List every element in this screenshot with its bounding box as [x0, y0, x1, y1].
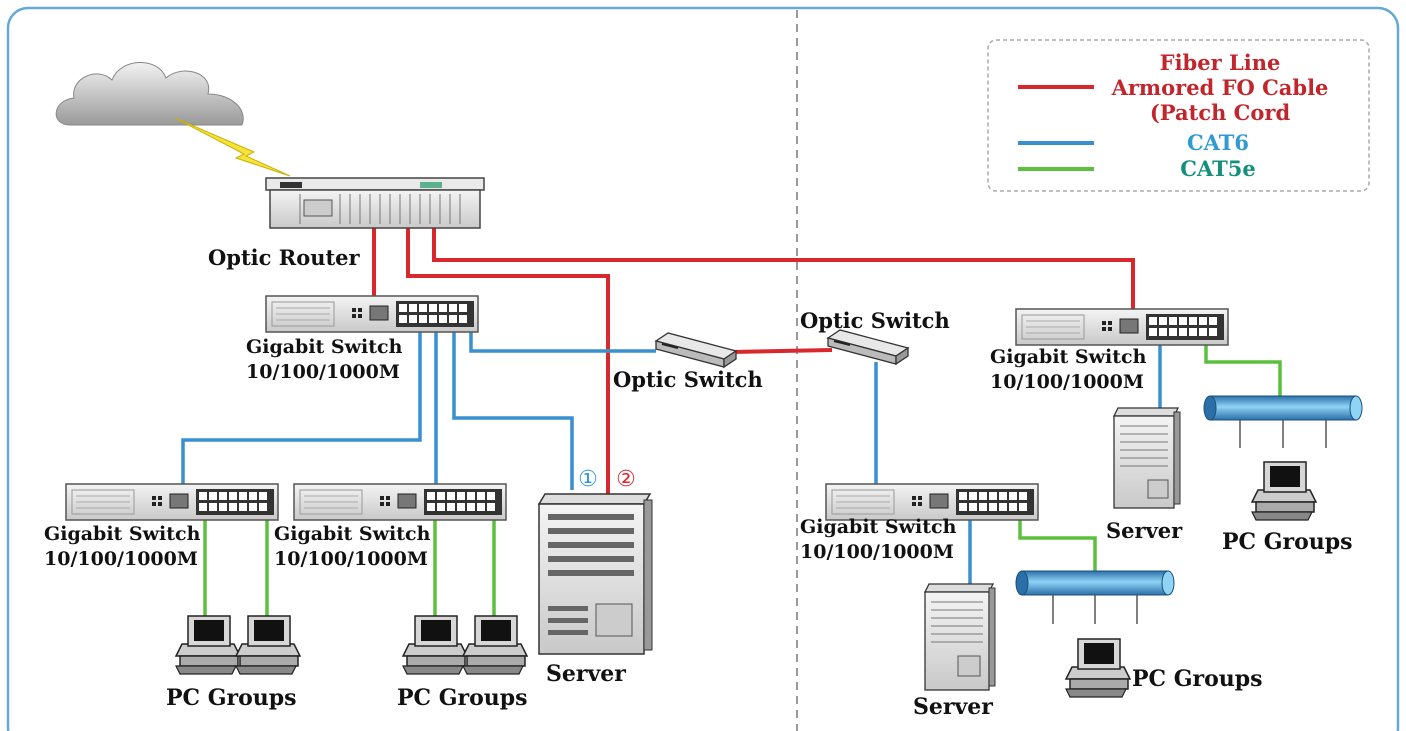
label-right-switch-speed: 10/100/1000M: [990, 371, 1144, 393]
legend-cat6-text: CAT6: [1187, 130, 1249, 155]
label-pc-groups-4: PC Groups: [1132, 666, 1263, 692]
marker-2: ②: [616, 467, 636, 492]
label-right-switch: Gigabit Switch: [990, 346, 1147, 368]
cat5e-right-switch-to-bus: [1204, 343, 1282, 400]
switch-icon-main: [265, 295, 479, 333]
label-lower-switch: Gigabit Switch: [800, 516, 957, 538]
label-optic-router: Optic Router: [208, 245, 361, 270]
switch-icon-left-1: [65, 483, 279, 521]
switch-icon-right-top: [1015, 308, 1229, 346]
fiber-router-to-right-switch: [432, 228, 1135, 310]
switch-icon-right-lower: [825, 483, 1039, 521]
label-left-switch-1: Gigabit Switch: [44, 523, 201, 545]
label-left-switch-2: Gigabit Switch: [274, 523, 431, 545]
label-left-switch-1-speed: 10/100/1000M: [44, 548, 198, 570]
legend: Fiber Line Armored FO Cable (Patch Cord …: [987, 39, 1370, 192]
switch-icon-left-2: [293, 483, 507, 521]
server-icon-right-lower: [923, 583, 996, 691]
server-icon-main: [537, 493, 653, 655]
label-server-right-top: Server: [1106, 518, 1183, 543]
label-server-main: Server: [546, 661, 626, 687]
label-pc-groups-3: PC Groups: [1222, 529, 1353, 555]
label-optic-switch-left: Optic Switch: [613, 367, 763, 392]
legend-armored-text: Armored FO Cable: [1111, 75, 1329, 100]
bus-cylinder-icon-right-lower: [1015, 570, 1175, 624]
label-pc-groups-2: PC Groups: [397, 685, 528, 711]
legend-cat5e-text: CAT5e: [1180, 156, 1255, 181]
cat6-to-server: [452, 330, 574, 490]
label-server-right-lower: Server: [913, 694, 993, 720]
legend-patch-text: (Patch Cord: [1150, 100, 1291, 125]
fiber-router-to-server: [406, 228, 610, 495]
fiber-optic-to-optic: [731, 348, 833, 354]
router-icon: [265, 177, 485, 229]
label-left-switch-2-speed: 10/100/1000M: [274, 548, 428, 570]
label-lower-switch-speed: 10/100/1000M: [800, 541, 954, 563]
marker-1: ①: [578, 467, 598, 492]
bus-cylinder-icon-right-top: [1203, 395, 1363, 448]
cloud-icon: [55, 62, 244, 126]
server-icon-right-top: [1112, 407, 1181, 509]
label-main-switch-speed: 10/100/1000M: [246, 361, 400, 383]
cat6-to-left-switch-1: [181, 330, 422, 485]
cat5e-lower-switch-to-bus: [1018, 516, 1097, 574]
label-main-switch: Gigabit Switch: [246, 336, 403, 358]
label-optic-switch-right: Optic Switch: [800, 308, 950, 333]
cat6-switch-to-optic-switch: [469, 330, 656, 353]
label-pc-groups-1: PC Groups: [166, 685, 297, 711]
lightning-icon: [174, 117, 291, 177]
legend-fiber-text: Fiber Line: [1160, 50, 1281, 75]
legend-box: [987, 39, 1370, 192]
